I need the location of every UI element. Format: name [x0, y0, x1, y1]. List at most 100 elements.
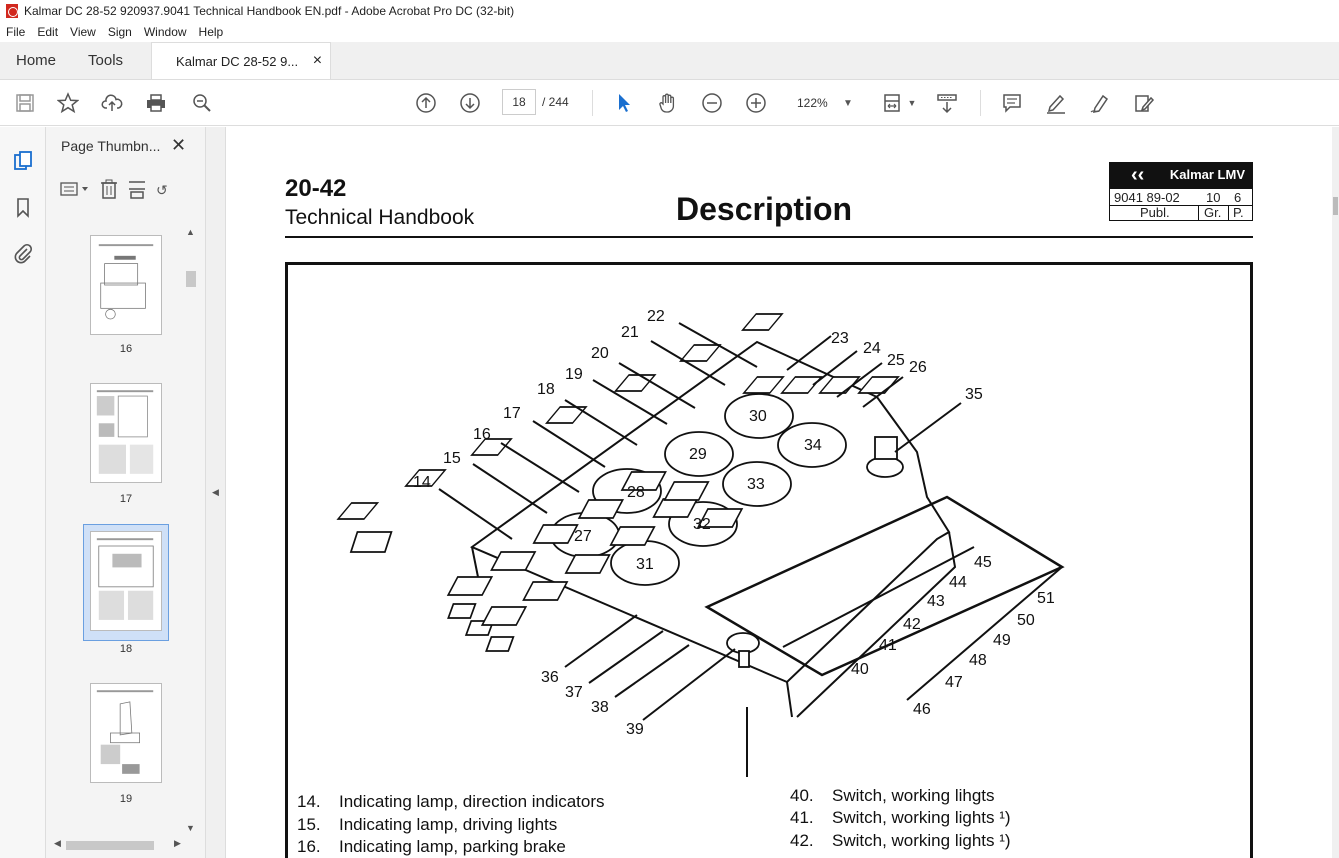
- thumbnail-label: 16: [119, 343, 133, 355]
- zoom-search-icon[interactable]: [190, 91, 214, 115]
- next-page-icon[interactable]: [458, 91, 482, 115]
- thumbnail-page-19[interactable]: [90, 683, 162, 783]
- callout-number: 33: [747, 476, 765, 493]
- thumbnail-label: 18: [119, 643, 133, 655]
- callout-number: 17: [503, 405, 521, 422]
- close-icon[interactable]: ✕: [171, 135, 187, 155]
- chevron-down-icon[interactable]: ▼: [843, 97, 853, 109]
- document-subtitle: Technical Handbook: [285, 206, 475, 229]
- sign-pen-icon[interactable]: [1088, 91, 1112, 115]
- select-cursor-icon[interactable]: [612, 91, 636, 115]
- upload-cloud-icon[interactable]: [100, 91, 124, 115]
- diagram-frame: [285, 262, 1253, 858]
- tab-document[interactable]: Kalmar DC 28-52 9... ×: [151, 42, 332, 79]
- callout-number: 42: [903, 616, 921, 633]
- callout-number: 39: [626, 721, 644, 738]
- callout-number: 44: [949, 574, 967, 591]
- legend-text: Switch, working lihgts: [832, 786, 995, 805]
- thumbnail-page-18[interactable]: [90, 531, 162, 631]
- callout-number: 38: [591, 699, 609, 716]
- callout-number: 24: [863, 340, 881, 357]
- callout-number: 43: [927, 593, 945, 610]
- print-icon[interactable]: [144, 91, 168, 115]
- callout-number: 18: [537, 381, 555, 398]
- callout-number: 14: [413, 474, 431, 491]
- document-area[interactable]: 20-42 Technical Handbook Description ‹‹ …: [227, 127, 1332, 858]
- kalmar-logo: ‹‹ Kalmar LMV: [1109, 162, 1253, 188]
- scroll-mode-icon[interactable]: [935, 91, 959, 115]
- thumbnail-label: 17: [119, 493, 133, 505]
- thumbnail-label: 19: [119, 793, 133, 805]
- legend-number: 15.: [297, 815, 321, 834]
- header-rule: [285, 236, 1253, 238]
- menu-sign[interactable]: Sign: [107, 25, 132, 39]
- pdf-page: 20-42 Technical Handbook Description ‹‹ …: [227, 127, 1332, 858]
- logo-text: Kalmar LMV: [1169, 167, 1245, 182]
- callout-number: 21: [621, 324, 639, 341]
- callout-number: 51: [1037, 590, 1055, 607]
- callout-number: 36: [541, 669, 559, 686]
- ref-number: 9041 89-02: [1114, 190, 1180, 205]
- dashboard-diagram: 1415161718192021222324252627282930313233…: [336, 308, 1065, 777]
- previous-page-icon[interactable]: [414, 91, 438, 115]
- panel-splitter[interactable]: ◀: [206, 127, 226, 858]
- page-number-input[interactable]: 18: [502, 89, 536, 115]
- thumbnail-page-17[interactable]: [90, 383, 162, 483]
- chevron-down-icon[interactable]: ▼: [907, 98, 917, 108]
- thumbnail-options-icon[interactable]: [60, 181, 90, 200]
- callout-number: 25: [887, 352, 905, 369]
- zoom-out-icon[interactable]: [700, 91, 724, 115]
- menu-window[interactable]: Window: [143, 25, 187, 39]
- zoom-in-icon[interactable]: [744, 91, 768, 115]
- edit-pdf-icon[interactable]: [1132, 91, 1156, 115]
- callout-number: 35: [965, 386, 983, 403]
- panel-hscrollbar[interactable]: ◀ ▶: [54, 838, 181, 850]
- legend-item: 16.Indicating lamp, parking brake: [297, 837, 566, 857]
- legend-item: 15. Indicating lamp, driving lights: [297, 815, 557, 835]
- comment-icon[interactable]: [1000, 91, 1024, 115]
- callout-number: 50: [1017, 612, 1035, 629]
- legend-item: 14.Indicating lamp, direction indicators: [297, 792, 605, 812]
- toolbar: ▼ ▼: [0, 80, 1339, 126]
- panel-scrollbar[interactable]: ▲ ▼: [186, 227, 196, 833]
- thumbnail-panel: Page Thumbn... ✕ ↺ 16 17 18 19 ▲ ▼ ◀ ▶: [46, 127, 206, 858]
- callout-number: 49: [993, 632, 1011, 649]
- callout-number: 22: [647, 308, 665, 325]
- legend-item: 41.Switch, working lights ¹): [790, 808, 1011, 828]
- thumbnail-page-16[interactable]: [90, 235, 162, 335]
- callout-number: 15: [443, 450, 461, 467]
- bookmark-star-icon[interactable]: [56, 91, 80, 115]
- bookmark-icon[interactable]: [11, 195, 35, 219]
- callout-number: 48: [969, 652, 987, 669]
- rotate-page-icon[interactable]: ↺: [156, 182, 168, 198]
- hand-tool-icon[interactable]: [656, 91, 680, 115]
- callout-number: 23: [831, 330, 849, 347]
- legend-number: 42.: [790, 831, 814, 850]
- legend-text: Switch, working lights ¹): [832, 808, 1011, 827]
- menu-file[interactable]: File: [6, 25, 26, 39]
- menu-edit[interactable]: Edit: [37, 25, 59, 39]
- legend-number: 40.: [790, 786, 814, 805]
- highlight-pen-icon[interactable]: [1044, 91, 1068, 115]
- callout-number: 32: [693, 516, 711, 533]
- legend-text: Indicating lamp, driving lights: [339, 815, 558, 834]
- save-icon[interactable]: [13, 91, 37, 115]
- attachment-icon[interactable]: [11, 241, 35, 265]
- tab-tools[interactable]: Tools: [88, 52, 124, 69]
- menu-help[interactable]: Help: [198, 25, 224, 39]
- document-scrollbar[interactable]: [1332, 127, 1339, 858]
- menu-bar: File Edit View Sign Window Help: [0, 22, 1339, 42]
- window-title: Kalmar DC 28-52 920937.9041 Technical Ha…: [24, 4, 515, 18]
- left-rail: [0, 127, 46, 858]
- tab-close-icon[interactable]: ×: [312, 52, 323, 69]
- page-fit-icon[interactable]: [880, 91, 904, 115]
- extract-pages-icon[interactable]: [128, 179, 146, 202]
- delete-page-icon[interactable]: [100, 179, 118, 202]
- zoom-select[interactable]: 122%: [786, 89, 858, 115]
- tab-home[interactable]: Home: [16, 52, 57, 69]
- legend-item: 42.Switch, working lights ¹): [790, 831, 1011, 851]
- section-number: 20-42: [285, 175, 347, 202]
- page-total: / 244: [542, 95, 569, 109]
- menu-view[interactable]: View: [70, 25, 96, 39]
- page-thumbnails-icon[interactable]: [11, 149, 35, 173]
